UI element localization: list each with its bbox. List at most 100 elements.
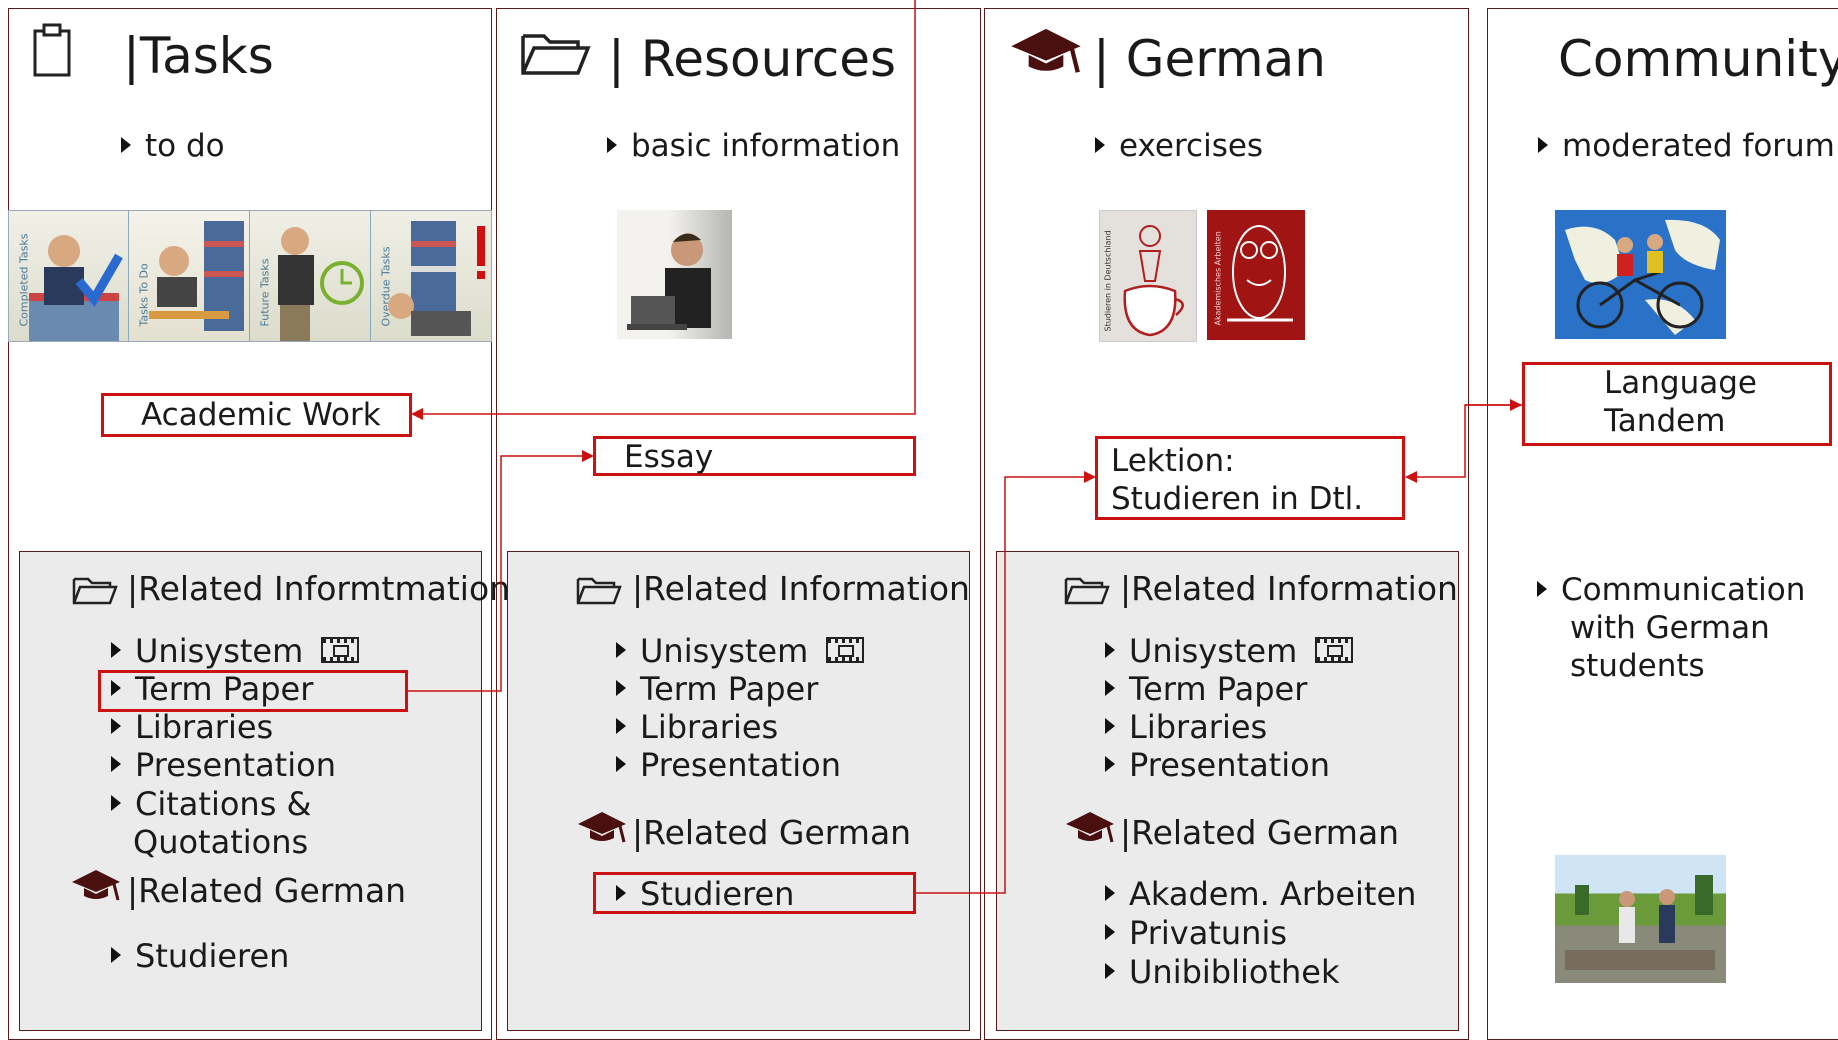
completed-tasks-panel: Completed Tasks (9, 211, 129, 341)
resources-title[interactable]: | Resources (608, 30, 897, 88)
triangle-bullet-icon (111, 756, 121, 772)
language-tandem-line-1: Language (1604, 365, 1757, 401)
cover-label: Studieren in Deutschland (1103, 230, 1113, 332)
students-in-courtyard-illustration (1565, 875, 1715, 970)
mortarboard-icon[interactable] (1008, 26, 1084, 82)
triangle-bullet-icon (616, 885, 626, 901)
triangle-bullet-icon (1105, 642, 1115, 658)
related-info-heading: |Related Informtmation (127, 569, 511, 608)
triangle-bullet-icon (111, 642, 121, 658)
future-tasks-panel: Future Tasks (250, 211, 371, 341)
folder-icon[interactable] (1064, 573, 1110, 609)
person-under-books-illustration (388, 221, 485, 336)
person-with-books-illustration (29, 235, 123, 341)
figure-in-cup-illustration (1123, 225, 1184, 337)
triangle-bullet-icon (616, 680, 626, 696)
list-item-unibibliothek[interactable]: Unibibliothek (1105, 953, 1340, 991)
essay-box[interactable] (593, 436, 916, 476)
list-item-term-paper[interactable]: Term Paper (616, 670, 818, 708)
lektion-box[interactable] (1095, 436, 1405, 520)
tasks-related-panel (19, 551, 482, 1031)
triangle-bullet-icon (616, 756, 626, 772)
film-icon (321, 637, 360, 663)
list-item-presentation[interactable]: Presentation (616, 746, 841, 784)
term-paper-highlight-box (98, 670, 408, 712)
triangle-bullet-icon (616, 718, 626, 734)
student-with-laptop-illustration (627, 233, 711, 330)
list-item-studieren[interactable]: Studieren (111, 937, 289, 975)
lektion-line-2: Studieren in Dtl. (1111, 481, 1364, 517)
communication-line-3: students (1570, 648, 1705, 684)
person-studying-illustration (149, 221, 244, 331)
triangle-bullet-icon (121, 136, 131, 153)
related-info-heading: |Related Information (632, 569, 970, 608)
triangle-bullet-icon (1105, 756, 1115, 772)
list-item-term-paper[interactable]: Term Paper (1105, 670, 1307, 708)
related-german-heading: |Related German (127, 871, 407, 910)
tasks-image-strip[interactable]: Completed Tasks Tasks To Do Future Tasks… (8, 210, 492, 342)
students-outdoor-photo[interactable] (1555, 855, 1726, 983)
tandem-bicycle-illustration (1565, 219, 1720, 335)
overdue-tasks-panel: Overdue Tasks (371, 211, 491, 341)
list-item-unisystem[interactable]: Unisystem (111, 632, 360, 670)
film-icon (1315, 637, 1354, 663)
owl-illustration (1227, 225, 1293, 322)
community-title[interactable]: Community (1558, 30, 1838, 88)
mortarboard-icon[interactable] (1064, 810, 1116, 850)
communication-line-2: with German (1570, 610, 1770, 646)
triangle-bullet-icon (111, 795, 121, 811)
mortarboard-icon[interactable] (576, 810, 628, 850)
list-item-unisystem[interactable]: Unisystem (1105, 632, 1354, 670)
german-bullet-exercises[interactable]: exercises (1095, 128, 1263, 164)
folder-icon[interactable] (72, 573, 118, 609)
folder-icon[interactable] (576, 573, 622, 609)
community-bullet-communication[interactable]: Communication (1537, 572, 1805, 608)
student-laptop-photo[interactable] (617, 210, 732, 339)
resources-bullet-basic-info[interactable]: basic information (607, 128, 900, 164)
studieren-book-cover[interactable]: Studieren in Deutschland (1099, 210, 1197, 342)
triangle-bullet-icon (111, 680, 121, 696)
related-german-heading: |Related German (632, 813, 912, 852)
language-tandem-box[interactable] (1522, 362, 1832, 446)
tasks-to-do-panel: Tasks To Do (129, 211, 250, 341)
tasks-bullet-todo[interactable]: to do (121, 128, 225, 164)
triangle-bullet-icon (616, 642, 626, 658)
list-item-akadem-arbeiten[interactable]: Akadem. Arbeiten (1105, 875, 1416, 913)
triangle-bullet-icon (1537, 580, 1547, 597)
triangle-bullet-icon (1095, 136, 1105, 153)
triangle-bullet-icon (1105, 963, 1115, 979)
academic-work-label: Academic Work (141, 397, 381, 433)
triangle-bullet-icon (111, 947, 121, 963)
studieren-highlight-box (593, 872, 916, 914)
list-item-presentation[interactable]: Presentation (1105, 746, 1330, 784)
list-item-presentation[interactable]: Presentation (111, 746, 336, 784)
person-with-clock-illustration (278, 227, 364, 341)
resources-related-panel (507, 551, 970, 1031)
list-item-citations[interactable]: Citations & (111, 785, 311, 823)
clipboard-icon[interactable] (32, 22, 72, 82)
list-item-libraries[interactable]: Libraries (111, 708, 273, 746)
lektion-line-1: Lektion: (1111, 443, 1235, 479)
tasks-title[interactable]: |Tasks (123, 27, 274, 85)
list-item-quotations[interactable]: Quotations (133, 823, 309, 861)
german-title[interactable]: | German (1093, 30, 1326, 88)
list-item-studieren[interactable]: Studieren (616, 875, 794, 913)
akademisches-arbeiten-book-cover[interactable]: Akademisches Arbeiten (1207, 210, 1305, 340)
academic-work-box[interactable] (101, 393, 412, 437)
list-item-unisystem[interactable]: Unisystem (616, 632, 865, 670)
folder-icon[interactable] (520, 28, 592, 80)
essay-label: Essay (624, 439, 714, 475)
community-bullet-forum[interactable]: moderated forum (1538, 128, 1835, 164)
triangle-bullet-icon (607, 136, 617, 153)
tandem-bicycle-map-image[interactable] (1555, 210, 1726, 339)
list-item-libraries[interactable]: Libraries (1105, 708, 1267, 746)
triangle-bullet-icon (1105, 718, 1115, 734)
mortarboard-icon[interactable] (70, 868, 122, 908)
film-icon (826, 637, 865, 663)
triangle-bullet-icon (1105, 924, 1115, 940)
list-item-term-paper[interactable]: Term Paper (111, 670, 313, 708)
triangle-bullet-icon (111, 718, 121, 734)
list-item-libraries[interactable]: Libraries (616, 708, 778, 746)
related-info-heading: |Related Information (1120, 569, 1458, 608)
list-item-privatunis[interactable]: Privatunis (1105, 914, 1287, 952)
